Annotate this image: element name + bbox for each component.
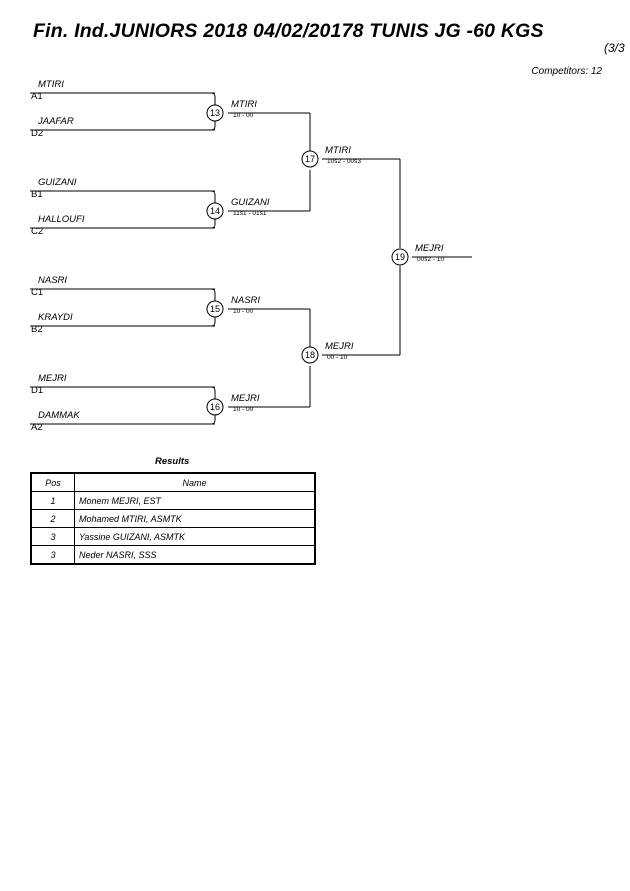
winner-name: MTIRI (231, 99, 257, 110)
results-table: Pos Name 1 Monem MEJRI, EST 2 Mohamed MT… (30, 472, 316, 565)
tournament-bracket: MTIRI A1 JAAFAR D2 GUIZANI B1 HALLOUFI C… (30, 79, 472, 434)
match-score: 10 - 00 (233, 406, 254, 413)
match-number-14[interactable]: 14 (209, 206, 220, 216)
match-number-16[interactable]: 16 (209, 402, 220, 412)
match-winner-18[interactable]: MEJRI 00 - 10 (322, 341, 354, 363)
winner-name: GUIZANI (231, 197, 270, 208)
competitor-seed: B1 (31, 189, 43, 200)
competitor-seed: D2 (31, 128, 44, 139)
winner-name: MEJRI (231, 393, 260, 404)
bracket-entry[interactable]: DAMMAK A2 (30, 410, 215, 434)
results-title: Results (155, 456, 190, 467)
match-score: 00 - 10 (327, 354, 348, 361)
column-header-name: Name (74, 472, 316, 492)
page-indicator: (3/3 (604, 41, 625, 55)
bracket-entry[interactable]: MTIRI A1 (30, 79, 215, 103)
match-winner-14[interactable]: GUIZANI 11s1 - 01s1 (228, 197, 270, 219)
match-score: 10s2 - 00s3 (327, 158, 361, 165)
winner-name: MEJRI (415, 243, 444, 254)
bracket-entry[interactable]: HALLOUFI C2 (30, 214, 215, 238)
column-header-pos: Pos (30, 472, 75, 492)
bracket-entry[interactable]: JAAFAR D2 (30, 116, 215, 140)
competitor-name: HALLOUFI (38, 214, 85, 225)
competitor-name: KRAYDI (38, 312, 73, 323)
match-number-19[interactable]: 19 (394, 252, 405, 262)
result-name: Monem MEJRI, EST (74, 491, 316, 510)
competitor-name: MEJRI (38, 373, 67, 384)
table-row[interactable]: 1 Monem MEJRI, EST (30, 491, 316, 510)
competitors-count: Competitors: 12 (531, 66, 602, 77)
match-number-13[interactable]: 13 (209, 108, 220, 118)
match-number-17[interactable]: 17 (304, 154, 315, 164)
competitor-name: MTIRI (38, 79, 64, 90)
result-name: Mohamed MTIRI, ASMTK (74, 509, 316, 528)
competitor-seed: A2 (31, 422, 43, 433)
table-header-row: Pos Name (30, 472, 316, 492)
bracket-entry[interactable]: KRAYDI B2 (30, 312, 215, 336)
match-score: 00s2 - 10 (417, 256, 445, 263)
result-position: 3 (30, 545, 75, 565)
result-position: 3 (30, 527, 75, 546)
match-winner-19[interactable]: MEJRI 00s2 - 10 (412, 243, 444, 265)
table-row[interactable]: 3 Yassine GUIZANI, ASMTK (30, 527, 316, 546)
competitor-name: GUIZANI (38, 177, 77, 188)
match-score: 10 - 00 (233, 112, 254, 119)
competitor-name: NASRI (38, 275, 68, 286)
competitor-seed: C1 (31, 287, 44, 298)
bracket-lines (30, 92, 472, 425)
competitor-seed: C2 (31, 226, 44, 237)
competitor-seed: B2 (31, 324, 43, 335)
table-row[interactable]: 3 Neder NASRI, SSS (30, 545, 316, 565)
bracket-entry[interactable]: GUIZANI B1 (30, 177, 215, 201)
result-position: 1 (30, 491, 75, 510)
match-winner-13[interactable]: MTIRI 10 - 00 (228, 99, 257, 121)
competitor-seed: D1 (31, 385, 44, 396)
page-title: Fin. Ind.JUNIORS 2018 04/02/20178 TUNIS … (33, 20, 544, 42)
result-position: 2 (30, 509, 75, 528)
result-name: Neder NASRI, SSS (74, 545, 316, 565)
winner-name: MEJRI (325, 341, 354, 352)
match-number-15[interactable]: 15 (209, 304, 220, 314)
competitor-name: DAMMAK (38, 410, 80, 421)
match-score: 11s1 - 01s1 (233, 210, 267, 217)
match-winner-16[interactable]: MEJRI 10 - 00 (228, 393, 260, 415)
competitor-name: JAAFAR (38, 116, 74, 127)
bracket-entry[interactable]: NASRI C1 (30, 275, 215, 299)
competitor-seed: A1 (31, 91, 43, 102)
winner-name: NASRI (231, 295, 261, 306)
match-winner-15[interactable]: NASRI 10 - 00 (228, 295, 260, 317)
winner-name: MTIRI (325, 145, 351, 156)
match-winner-17[interactable]: MTIRI 10s2 - 00s3 (322, 145, 361, 167)
table-row[interactable]: 2 Mohamed MTIRI, ASMTK (30, 509, 316, 528)
match-number-18[interactable]: 18 (304, 350, 315, 360)
match-score: 10 - 00 (233, 308, 254, 315)
bracket-entry[interactable]: MEJRI D1 (30, 373, 215, 397)
result-name: Yassine GUIZANI, ASMTK (74, 527, 316, 546)
